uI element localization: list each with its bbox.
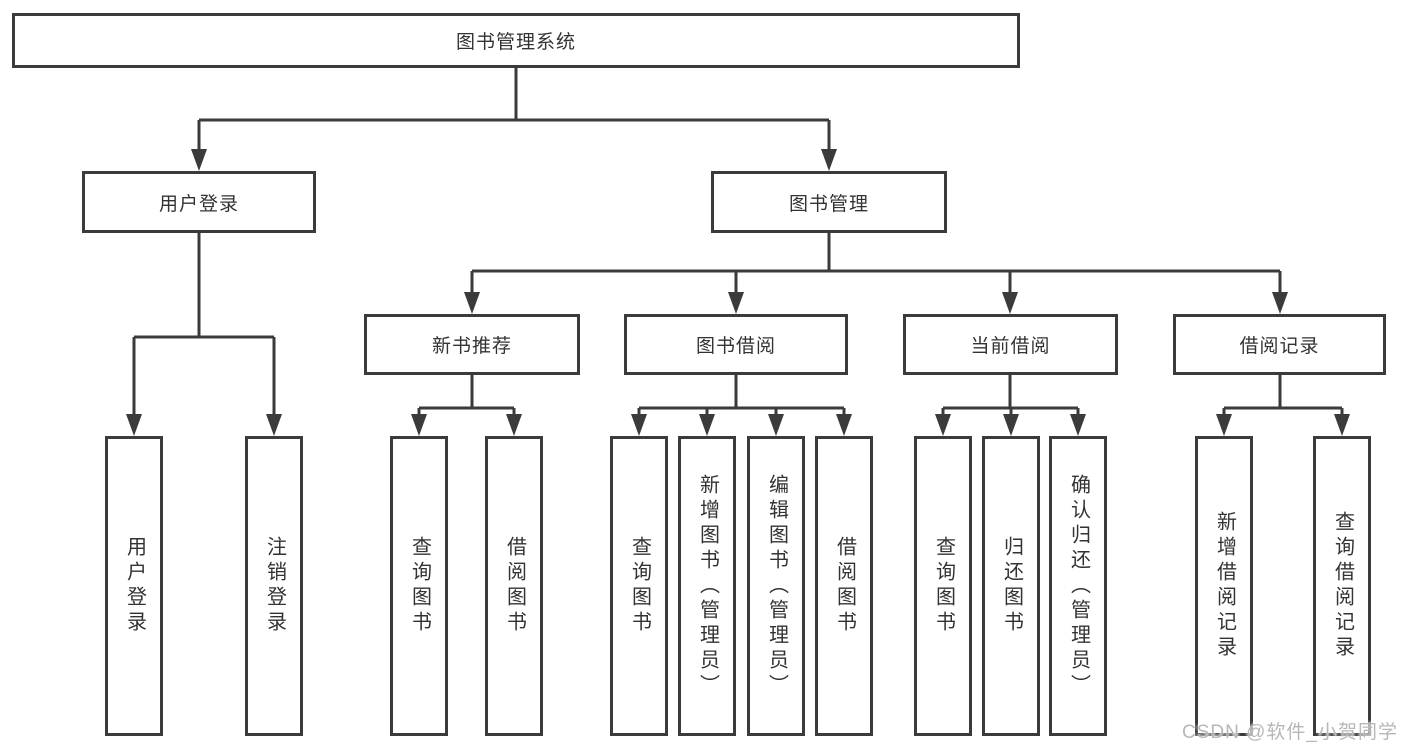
leaf-add-books-admin-label: 新增图书（管理员）: [696, 473, 719, 699]
node-new-book-recommend-label: 新书推荐: [431, 336, 512, 357]
leaf-query-books-2-label: 查询图书: [628, 536, 651, 636]
leaf-query-books-1: 查询图书: [390, 436, 448, 736]
node-user-login-label: 用户登录: [158, 193, 239, 215]
node-book-borrow: 图书借阅: [624, 314, 848, 375]
leaf-query-books-3-label: 查询图书: [932, 536, 955, 636]
csdn-watermark: CSDN @软件_小贺同学: [1182, 722, 1398, 743]
leaf-query-borrow-record: 查询借阅记录: [1313, 436, 1371, 736]
node-borrow-record: 借阅记录: [1173, 314, 1386, 375]
leaf-return-books-label: 归还图书: [1000, 536, 1023, 636]
node-current-borrow-label: 当前借阅: [970, 336, 1051, 357]
node-current-borrow: 当前借阅: [903, 314, 1118, 375]
leaf-confirm-return-admin-label: 确认归还（管理员）: [1067, 473, 1090, 699]
node-book-management-label: 图书管理: [788, 193, 869, 215]
leaf-borrow-books-1: 借阅图书: [485, 436, 543, 736]
leaf-query-books-1-label: 查询图书: [408, 536, 431, 636]
leaf-return-books: 归还图书: [982, 436, 1040, 736]
leaf-edit-books-admin-label: 编辑图书（管理员）: [765, 473, 788, 699]
leaf-logout: 注销登录: [245, 436, 303, 736]
leaf-logout-label: 注销登录: [263, 536, 286, 636]
leaf-query-books-2: 查询图书: [610, 436, 668, 736]
leaf-borrow-books-1-label: 借阅图书: [503, 536, 526, 636]
leaf-edit-books-admin: 编辑图书（管理员）: [747, 436, 805, 736]
node-root-label: 图书管理系统: [455, 32, 576, 53]
node-book-borrow-label: 图书借阅: [695, 336, 776, 357]
node-root: 图书管理系统: [12, 13, 1020, 68]
leaf-confirm-return-admin: 确认归还（管理员）: [1049, 436, 1107, 736]
leaf-query-borrow-record-label: 查询借阅记录: [1331, 511, 1354, 661]
node-new-book-recommend: 新书推荐: [364, 314, 580, 375]
leaf-add-borrow-record-label: 新增借阅记录: [1213, 511, 1236, 661]
arrowheads: [126, 149, 1350, 436]
node-user-login: 用户登录: [82, 171, 316, 233]
leaf-borrow-books-2-label: 借阅图书: [833, 536, 856, 636]
leaf-user-login: 用户登录: [105, 436, 163, 736]
leaf-borrow-books-2: 借阅图书: [815, 436, 873, 736]
leaf-user-login-label: 用户登录: [123, 536, 146, 636]
node-book-management: 图书管理: [711, 171, 947, 233]
leaf-add-books-admin: 新增图书（管理员）: [678, 436, 736, 736]
leaf-query-books-3: 查询图书: [914, 436, 972, 736]
leaf-add-borrow-record: 新增借阅记录: [1195, 436, 1253, 736]
node-borrow-record-label: 借阅记录: [1239, 336, 1320, 357]
